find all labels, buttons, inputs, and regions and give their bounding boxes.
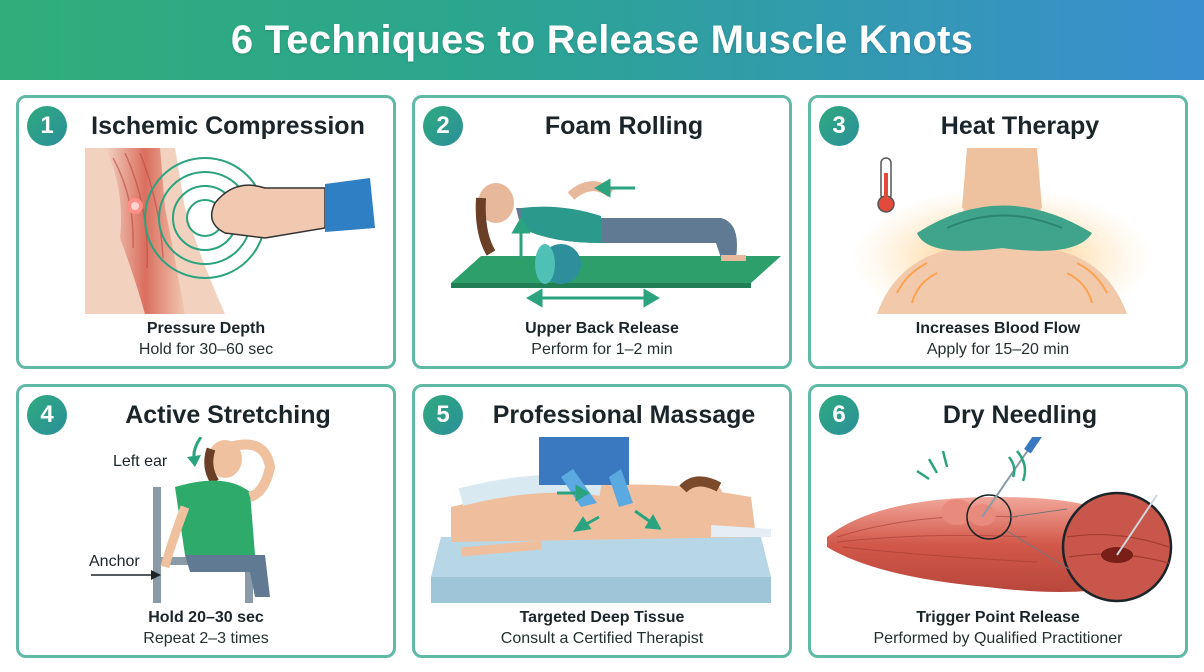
card-number-badge: 4 <box>27 395 67 435</box>
card-number-badge: 1 <box>27 106 67 146</box>
card-number-badge: 2 <box>423 106 463 146</box>
heat-wrap-icon <box>852 148 1152 314</box>
header-banner: 6 Techniques to Release Muscle Knots <box>0 0 1204 80</box>
card-dry-needling: 6 Dry Needling Trigger Point Release Per… <box>808 384 1188 658</box>
neck-stretch-icon <box>91 437 276 603</box>
card-caption: Trigger Point Release <box>916 609 1080 626</box>
card-foam-rolling: 2 Foam Rolling Upper Back Release Perfor… <box>412 95 792 369</box>
card-detail: Repeat 2–3 times <box>143 630 269 647</box>
thumb-pressure-icon <box>85 148 375 314</box>
card-number-badge: 6 <box>819 395 859 435</box>
card-professional-massage: 5 Professional Massage Targeted Deep Tis… <box>412 384 792 658</box>
card-active-stretching: 4 Active Stretching Left ear Anchor Hold… <box>16 384 396 658</box>
foam-roller-icon <box>451 178 781 308</box>
card-number-badge: 3 <box>819 106 859 146</box>
card-title: Active Stretching <box>125 400 331 429</box>
card-detail: Performed by Qualified Practitioner <box>873 630 1123 647</box>
card-title: Foam Rolling <box>544 111 704 140</box>
page-title: 6 Techniques to Release Muscle Knots <box>230 17 974 62</box>
card-number-badge: 5 <box>423 395 463 435</box>
card-caption: Hold 20–30 sec <box>148 609 264 626</box>
needle-icon <box>827 437 1173 603</box>
card-title: Professional Massage <box>492 400 756 429</box>
card-caption: Upper Back Release <box>525 320 679 337</box>
label-left-ear: Left ear <box>113 453 168 470</box>
card-caption: Increases Blood Flow <box>915 320 1081 337</box>
card-caption: Targeted Deep Tissue <box>519 609 685 626</box>
card-heat-therapy: 3 Heat Therapy Increases Blood Flow Appl… <box>808 95 1188 369</box>
card-title: Heat Therapy <box>940 111 1100 140</box>
massage-icon <box>431 437 771 603</box>
label-anchor: Anchor <box>89 553 140 570</box>
card-title: Ischemic Compression <box>91 111 365 140</box>
card-detail: Perform for 1–2 min <box>531 341 673 358</box>
card-ischemic-compression: 1 Ischemic Compression Pressure Depth Ho… <box>16 95 396 369</box>
card-caption: Pressure Depth <box>146 320 266 337</box>
card-detail: Hold for 30–60 sec <box>138 341 274 358</box>
card-detail: Consult a Certified Therapist <box>500 630 704 647</box>
card-detail: Apply for 15–20 min <box>926 341 1070 358</box>
card-title: Dry Needling <box>942 400 1098 429</box>
